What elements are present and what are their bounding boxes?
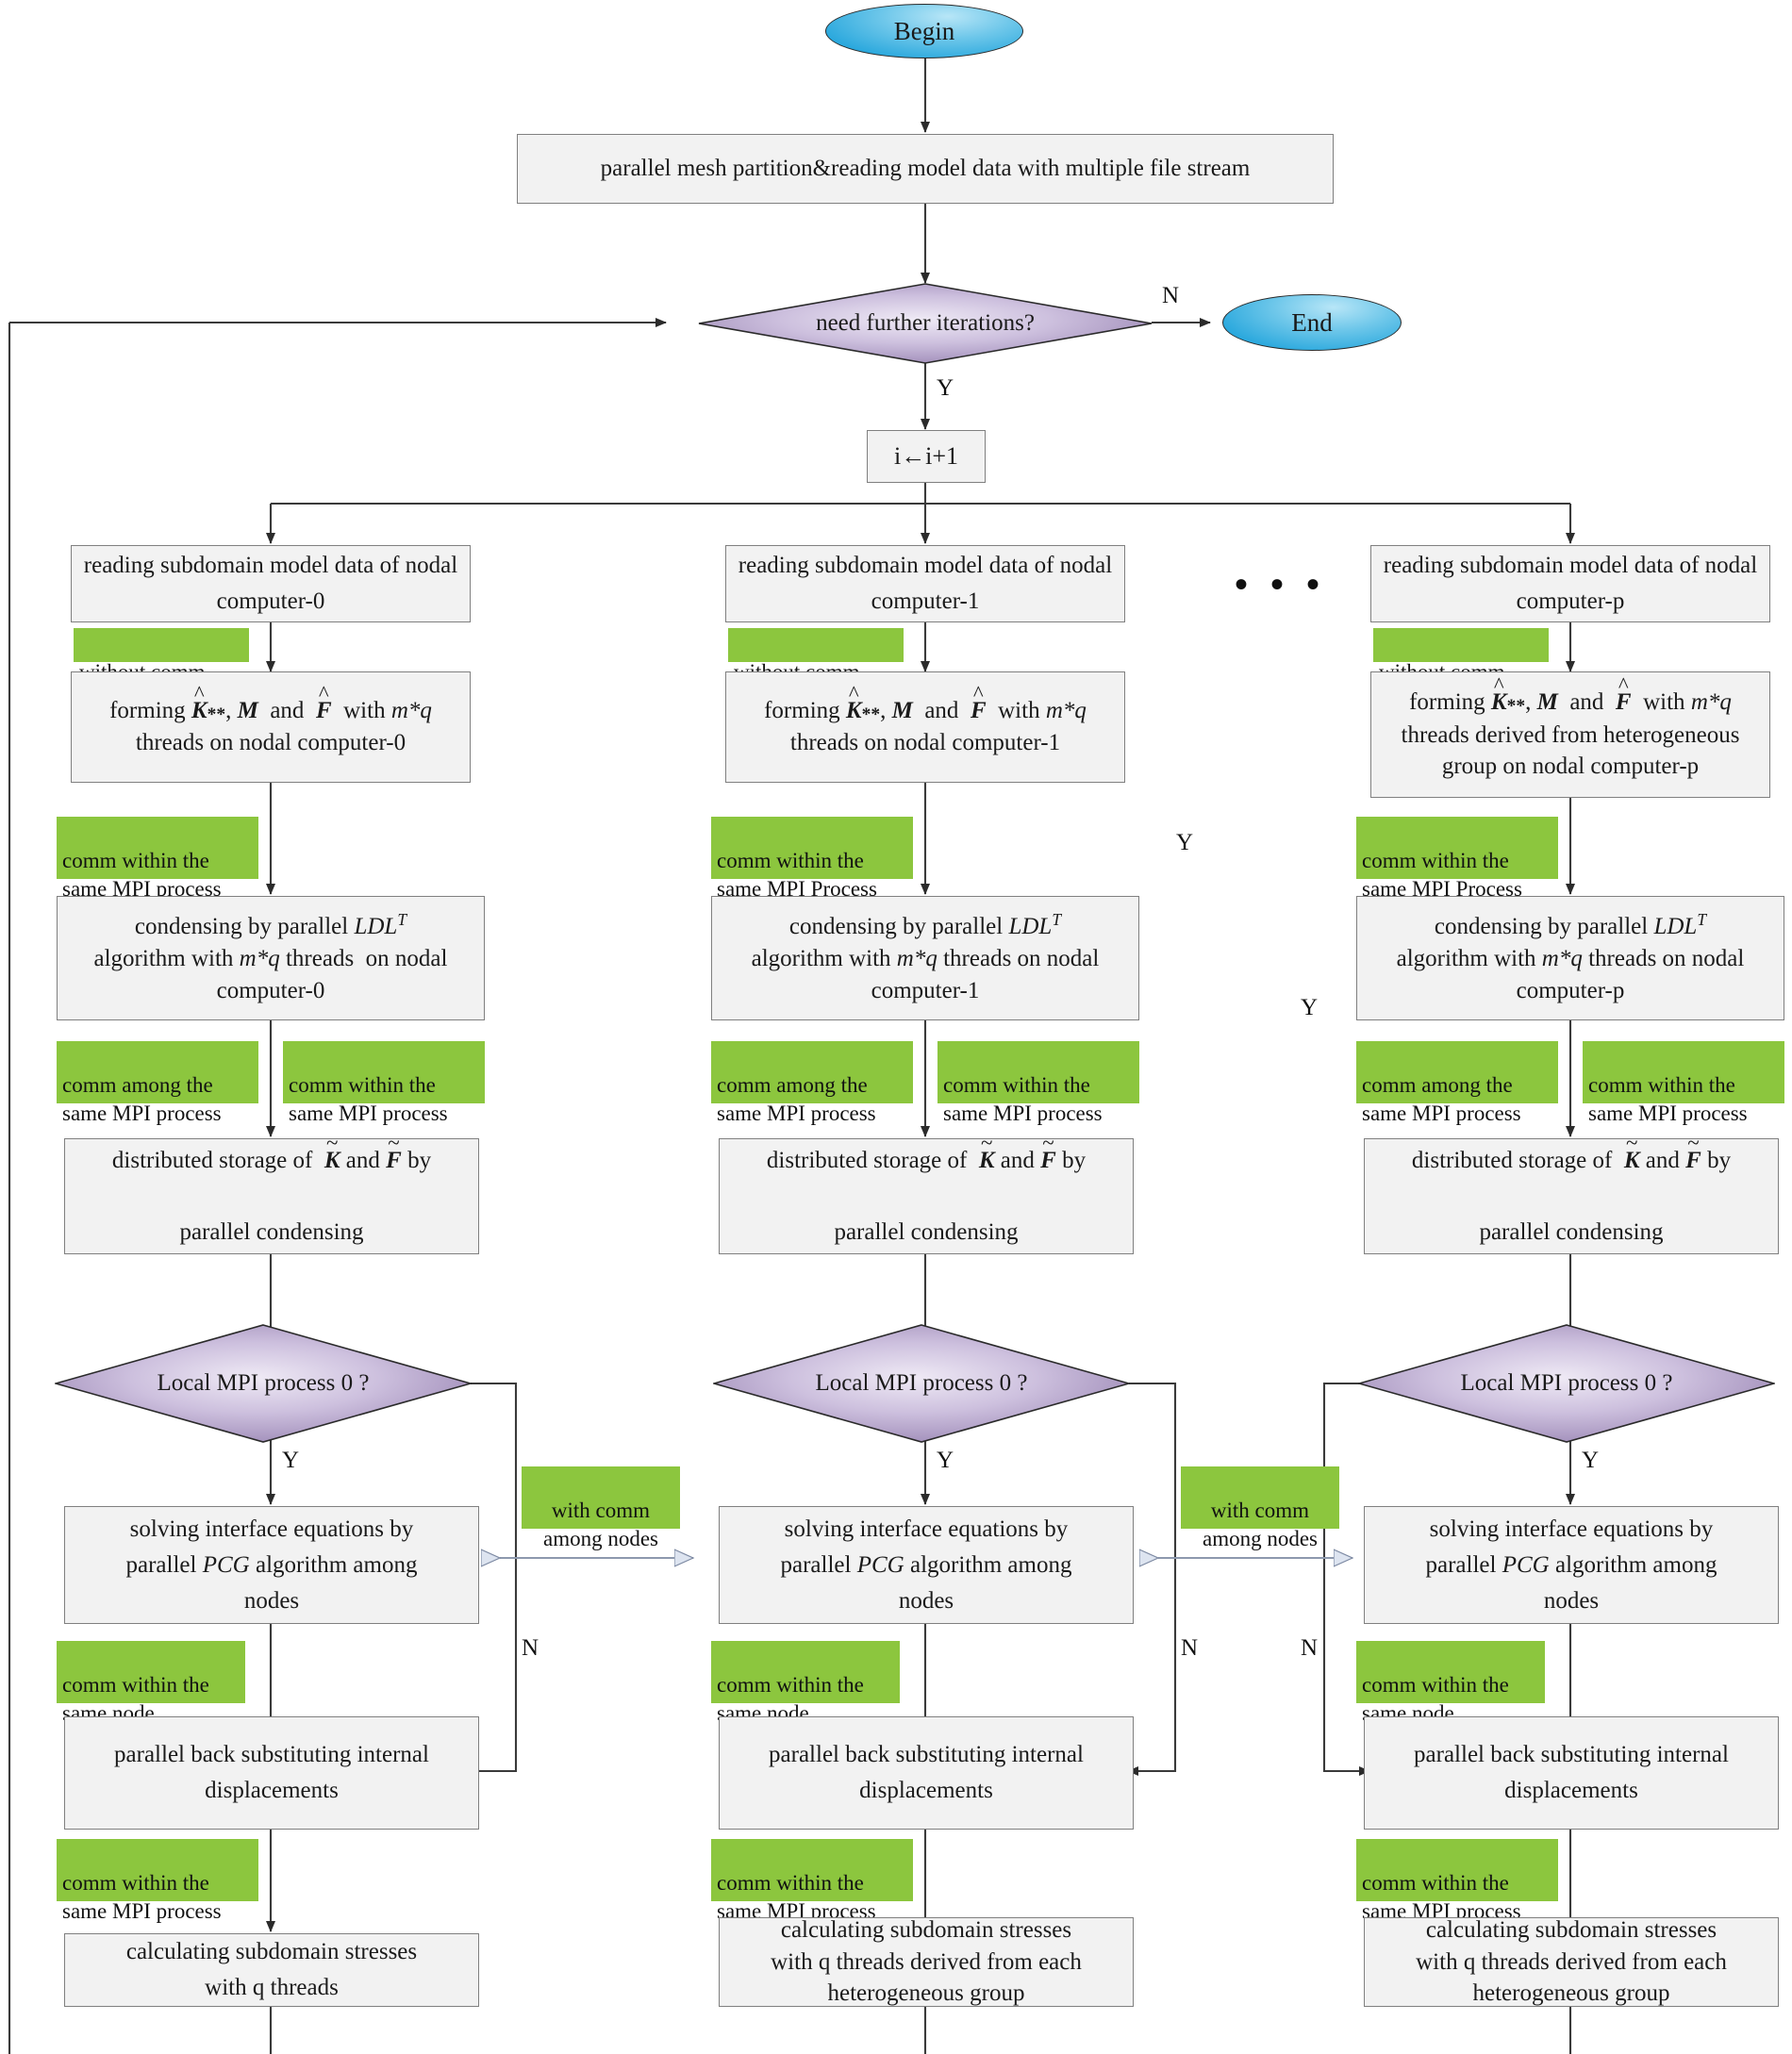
colp-edge-no: N [1301, 1635, 1319, 1661]
col0-reading-box: reading subdomain model data of nodal co… [71, 545, 471, 622]
end-label: End [1291, 307, 1333, 337]
colp-storage-box: distributed storage of ~K and ~F by para… [1364, 1131, 1779, 1254]
col1-stresses-line3: heterogeneous group [827, 1980, 1025, 2007]
col1-decision-local-mpi-label: Local MPI process 0 ? [815, 1370, 1028, 1396]
col0-tag-without-comm: without comm [74, 628, 249, 684]
colp-stresses-box: calculating subdomain stresses with q th… [1364, 1917, 1779, 2007]
begin-label: Begin [893, 16, 955, 45]
colp-tag-comm-mpi-2: comm within the same MPI process [1356, 1839, 1558, 1923]
col1-storage-line2: parallel condensing [834, 1218, 1019, 1245]
col1-tag-comm-mpi-2: comm within the same MPI process [711, 1839, 913, 1923]
colp-edge-yes: Y [1582, 1448, 1600, 1473]
colp-forming-tail: threads derived from heterogeneous [1401, 721, 1740, 748]
col1-condensing-box: condensing by parallel LDLT algorithm wi… [711, 896, 1139, 1020]
colp-forming-tail-2: group on nodal computer-p [1441, 754, 1700, 780]
col1-edge-no: N [1181, 1635, 1199, 1661]
decision-need-iterations: need further iterations? [698, 283, 1153, 364]
stray-label-y-2: Y [1301, 995, 1319, 1020]
col0-forming-box: forming ^K**, M and ^F with m*q threads … [71, 671, 471, 783]
col0-stresses-line1: calculating subdomain stresses [125, 1939, 418, 1964]
col0-stresses-line2: with q threads [205, 1975, 339, 2000]
colp-decision-local-mpi: Local MPI process 0 ? [1358, 1324, 1775, 1443]
colp-reading-label: reading subdomain model data of nodal co… [1383, 553, 1758, 614]
col1-forming-box: forming ^K**, M and ^F with m*q threads … [725, 671, 1125, 783]
mesh-partition-box: parallel mesh partition&reading model da… [517, 134, 1334, 204]
edge-label-iterations-no: N [1162, 283, 1180, 308]
col0-edge-yes: Y [282, 1448, 300, 1473]
colp-tag-comm-among: comm among the same MPI process [1356, 1041, 1558, 1125]
stray-label-y-1: Y [1176, 830, 1194, 855]
edge-label-iterations-yes: Y [937, 375, 954, 401]
col1-tag-comm-within: comm within the same MPI process [937, 1041, 1139, 1125]
col1-edge-yes: Y [937, 1448, 954, 1473]
col0-decision-local-mpi: Local MPI process 0 ? [55, 1324, 472, 1443]
col1-tag-comm-node: comm within the same node [711, 1641, 900, 1725]
colp-condensing-box: condensing by parallel LDLT algorithm wi… [1356, 896, 1784, 1020]
colp-forming-box: forming ^K**, M and ^F with m*q threads … [1370, 671, 1770, 798]
col1-forming-tail: threads on nodal computer-1 [789, 730, 1061, 756]
col0-tag-comm-among: comm among the same MPI process [57, 1041, 258, 1125]
col0-tag-comm-within: comm within the same MPI process [283, 1041, 485, 1125]
colp-solving-line3: nodes [1543, 1587, 1600, 1614]
colp-reading-box: reading subdomain model data of nodal co… [1370, 545, 1770, 622]
col0-backsub-line2: displacements [205, 1778, 339, 1803]
col1-backsub-line1: parallel back substituting internal [769, 1742, 1084, 1767]
col0-stresses-box: calculating subdomain stresses with q th… [64, 1933, 479, 2007]
col1-backsub-box: parallel back substituting internal disp… [719, 1716, 1134, 1830]
colp-tag-comm-node: comm within the same node [1356, 1641, 1545, 1725]
col0-condensing-box: condensing by parallel LDLT algorithm wi… [57, 896, 485, 1020]
colp-condensing-tail: computer-p [1516, 977, 1625, 1003]
col0-backsub-box: parallel back substituting internal disp… [64, 1716, 479, 1830]
col1-storage-box: distributed storage of ~K and ~F by para… [719, 1131, 1134, 1254]
increment-box: i←i+1 [867, 430, 986, 483]
col0-backsub-line1: parallel back substituting internal [114, 1742, 429, 1767]
col0-forming-tail: threads on nodal computer-0 [135, 730, 407, 756]
col0-solving-line3: nodes [243, 1587, 300, 1614]
col1-stresses-line2: with q threads derived from each [771, 1948, 1082, 1975]
col1-reading-label: reading subdomain model data of nodal co… [738, 553, 1113, 614]
colp-tag-without-comm: without comm [1373, 628, 1549, 684]
col1-solving-line3: nodes [898, 1587, 954, 1614]
col0-reading-label: reading subdomain model data of nodal co… [83, 553, 458, 614]
col0-tag-comm-mpi-2: comm within the same MPI process [57, 1839, 258, 1923]
col0-tag-comm-mpi-1: comm within the same MPI process [57, 817, 258, 901]
increment-label: i←i+1 [893, 442, 959, 471]
col1-tag-comm-mpi-1: comm within the same MPI Process [711, 817, 913, 901]
col1-tag-comm-among: comm among the same MPI process [711, 1041, 913, 1125]
col1-condensing-tail: computer-1 [871, 977, 980, 1003]
col0-decision-local-mpi-label: Local MPI process 0 ? [157, 1370, 370, 1396]
interconnect-tag-1: with comm among nodes [1181, 1466, 1339, 1550]
col1-reading-box: reading subdomain model data of nodal co… [725, 545, 1125, 622]
col1-decision-local-mpi: Local MPI process 0 ? [713, 1324, 1130, 1443]
colp-backsub-line1: parallel back substituting internal [1414, 1742, 1729, 1767]
colp-decision-local-mpi-label: Local MPI process 0 ? [1460, 1370, 1673, 1396]
col0-tag-comm-node: comm within the same node [57, 1641, 245, 1725]
col1-stresses-box: calculating subdomain stresses with q th… [719, 1917, 1134, 2007]
col0-edge-no: N [522, 1635, 539, 1661]
end-terminator: End [1222, 294, 1402, 351]
colp-stresses-line2: with q threads derived from each [1416, 1948, 1727, 1975]
col1-backsub-line2: displacements [859, 1778, 993, 1803]
col0-storage-box: distributed storage of ~K and ~F by para… [64, 1131, 479, 1254]
decision-need-iterations-label: need further iterations? [816, 310, 1035, 336]
colp-tag-comm-within: comm within the same MPI process [1583, 1041, 1784, 1125]
col1-tag-without-comm: without comm [728, 628, 904, 684]
colp-stresses-line1: calculating subdomain stresses [1425, 1916, 1717, 1943]
colp-backsub-line2: displacements [1504, 1778, 1638, 1803]
col1-stresses-line1: calculating subdomain stresses [780, 1916, 1072, 1943]
ellipsis-between-columns: • • • [1235, 563, 1327, 605]
begin-terminator: Begin [825, 4, 1023, 58]
mesh-partition-label: parallel mesh partition&reading model da… [600, 156, 1251, 181]
col0-condensing-tail: computer-0 [216, 977, 325, 1003]
colp-storage-line2: parallel condensing [1479, 1218, 1664, 1245]
colp-tag-comm-mpi-1: comm within the same MPI Process [1356, 817, 1558, 901]
colp-backsub-box: parallel back substituting internal disp… [1364, 1716, 1779, 1830]
colp-stresses-line3: heterogeneous group [1472, 1980, 1670, 2007]
col0-storage-line2: parallel condensing [179, 1218, 364, 1245]
interconnect-tag-0: with comm among nodes [522, 1466, 680, 1550]
